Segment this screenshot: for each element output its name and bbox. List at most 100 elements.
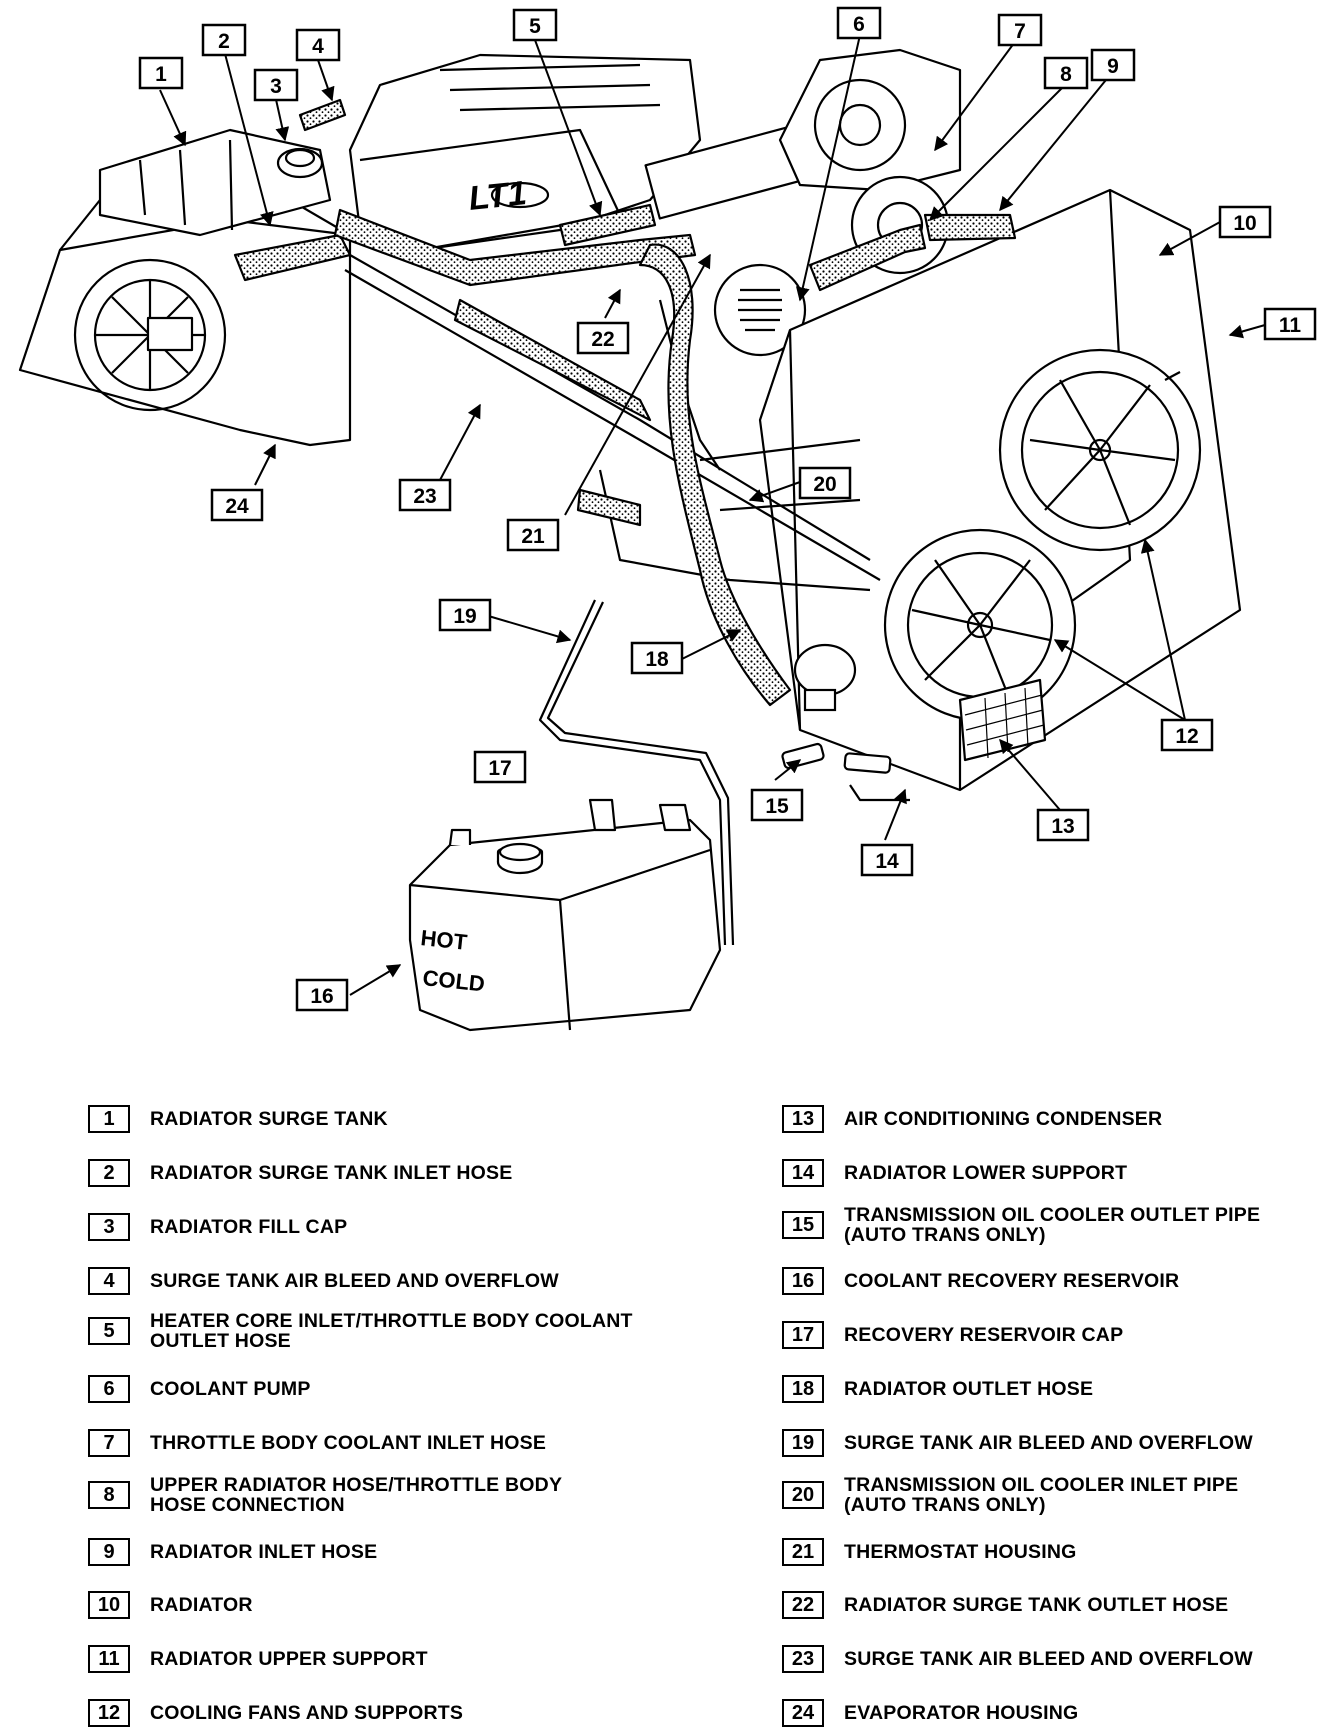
- callout-22: 22: [576, 321, 630, 355]
- svg-text:9: 9: [1107, 55, 1119, 78]
- upper-radiator-hose: [808, 223, 927, 292]
- callout-5: 5: [512, 8, 558, 42]
- legend-number: 14: [782, 1159, 824, 1187]
- svg-text:19: 19: [453, 605, 476, 628]
- cooling-system-diagram: LT1: [18, 6, 1317, 1032]
- legend-label: TRANSMISSION OIL COOLER OUTLET PIPE (AUT…: [844, 1204, 1261, 1246]
- svg-text:5: 5: [529, 15, 541, 38]
- callout-12: 12: [1160, 718, 1214, 752]
- legend-item-15: 15 TRANSMISSION OIL COOLER OUTLET PIPE (A…: [782, 1205, 1260, 1245]
- callout-9: 9: [1090, 48, 1136, 82]
- legend-item-8: 8 UPPER RADIATOR HOSE/THROTTLE BODY HOSE …: [88, 1475, 562, 1515]
- legend-number: 7: [88, 1429, 130, 1457]
- hose-4: [298, 98, 347, 132]
- callout-4: 4: [295, 28, 341, 62]
- legend-number: 3: [88, 1213, 130, 1241]
- legend-label: RADIATOR SURGE TANK INLET HOSE: [150, 1162, 513, 1184]
- svg-text:10: 10: [1233, 212, 1256, 235]
- legend-number: 13: [782, 1105, 824, 1133]
- legend-number: 5: [88, 1317, 130, 1345]
- legend-label: SURGE TANK AIR BLEED AND OVERFLOW: [844, 1648, 1253, 1670]
- callout-21: 21: [506, 518, 560, 552]
- legend-number: 11: [88, 1645, 130, 1673]
- svg-text:1: 1: [155, 63, 167, 86]
- pipe-23: [349, 254, 871, 561]
- legend-item-13: 13 AIR CONDITIONING CONDENSER: [782, 1105, 1162, 1133]
- legend-label: SURGE TANK AIR BLEED AND OVERFLOW: [844, 1432, 1253, 1454]
- legend-number: 23: [782, 1645, 824, 1673]
- legend-label: SURGE TANK AIR BLEED AND OVERFLOW: [150, 1270, 559, 1292]
- legend-label: AIR CONDITIONING CONDENSER: [844, 1108, 1163, 1130]
- leader-lines: [159, 34, 1266, 996]
- svg-text:24: 24: [225, 495, 249, 518]
- legend-number: 18: [782, 1375, 824, 1403]
- legend-number: 8: [88, 1481, 130, 1509]
- svg-text:22: 22: [591, 328, 614, 351]
- callout-14: 14: [860, 843, 914, 877]
- callout-20: 20: [798, 466, 852, 500]
- radiator-outlet-hose: [638, 243, 792, 707]
- callout-24: 24: [210, 488, 264, 522]
- legend-number: 12: [88, 1699, 130, 1727]
- callout-1: 1: [138, 56, 184, 90]
- svg-text:3: 3: [270, 75, 282, 98]
- legend-number: 21: [782, 1538, 824, 1566]
- engine-lt1-text: LT1: [467, 174, 529, 218]
- legend-label: EVAPORATOR HOUSING: [844, 1702, 1079, 1724]
- callout-19: 19: [438, 598, 492, 632]
- svg-text:21: 21: [521, 525, 545, 548]
- radiator-inlet-hose: [923, 213, 1017, 242]
- ac-condenser: [958, 678, 1047, 762]
- legend-item-24: 24 EVAPORATOR HOUSING: [782, 1699, 1078, 1727]
- legend-label: THERMOSTAT HOUSING: [844, 1541, 1077, 1563]
- callout-8: 8: [1043, 56, 1089, 90]
- legend-number: 20: [782, 1481, 824, 1509]
- hose-22: [333, 208, 697, 287]
- legend-label: UPPER RADIATOR HOSE/THROTTLE BODY HOSE C…: [150, 1474, 563, 1516]
- legend-label: RECOVERY RESERVOIR CAP: [844, 1324, 1124, 1346]
- svg-text:18: 18: [645, 648, 669, 671]
- recovery-reservoir-cap: [496, 842, 544, 875]
- evaporator-housing: [18, 163, 352, 447]
- svg-text:15: 15: [765, 795, 789, 818]
- radiator-fill-cap: [276, 147, 324, 179]
- legend-number: 22: [782, 1591, 824, 1619]
- callout-10: 10: [1218, 205, 1272, 239]
- legend-label: RADIATOR: [150, 1594, 253, 1616]
- svg-text:12: 12: [1175, 725, 1198, 748]
- callout-23: 23: [398, 478, 452, 512]
- legend-number: 15: [782, 1211, 824, 1239]
- legend-label: RADIATOR OUTLET HOSE: [844, 1378, 1094, 1400]
- callout-17: 17: [473, 750, 527, 784]
- callout-2: 2: [201, 23, 247, 57]
- svg-text:2: 2: [218, 30, 230, 53]
- svg-text:6: 6: [853, 13, 865, 36]
- legend-number: 19: [782, 1429, 824, 1457]
- legend-item-23: 23 SURGE TANK AIR BLEED AND OVERFLOW: [782, 1645, 1253, 1673]
- svg-text:11: 11: [1279, 314, 1302, 337]
- engine-block: [348, 48, 962, 357]
- cooling-fan-upper: [998, 348, 1202, 552]
- legend-item-21: 21 THERMOSTAT HOUSING: [782, 1538, 1077, 1566]
- callout-3: 3: [253, 68, 299, 102]
- svg-text:17: 17: [488, 757, 511, 780]
- svg-text:23: 23: [413, 485, 436, 508]
- legend-number: 24: [782, 1699, 824, 1727]
- legend-item-18: 18 RADIATOR OUTLET HOSE: [782, 1375, 1093, 1403]
- svg-text:14: 14: [875, 850, 899, 873]
- legend-label: COOLANT PUMP: [150, 1378, 311, 1400]
